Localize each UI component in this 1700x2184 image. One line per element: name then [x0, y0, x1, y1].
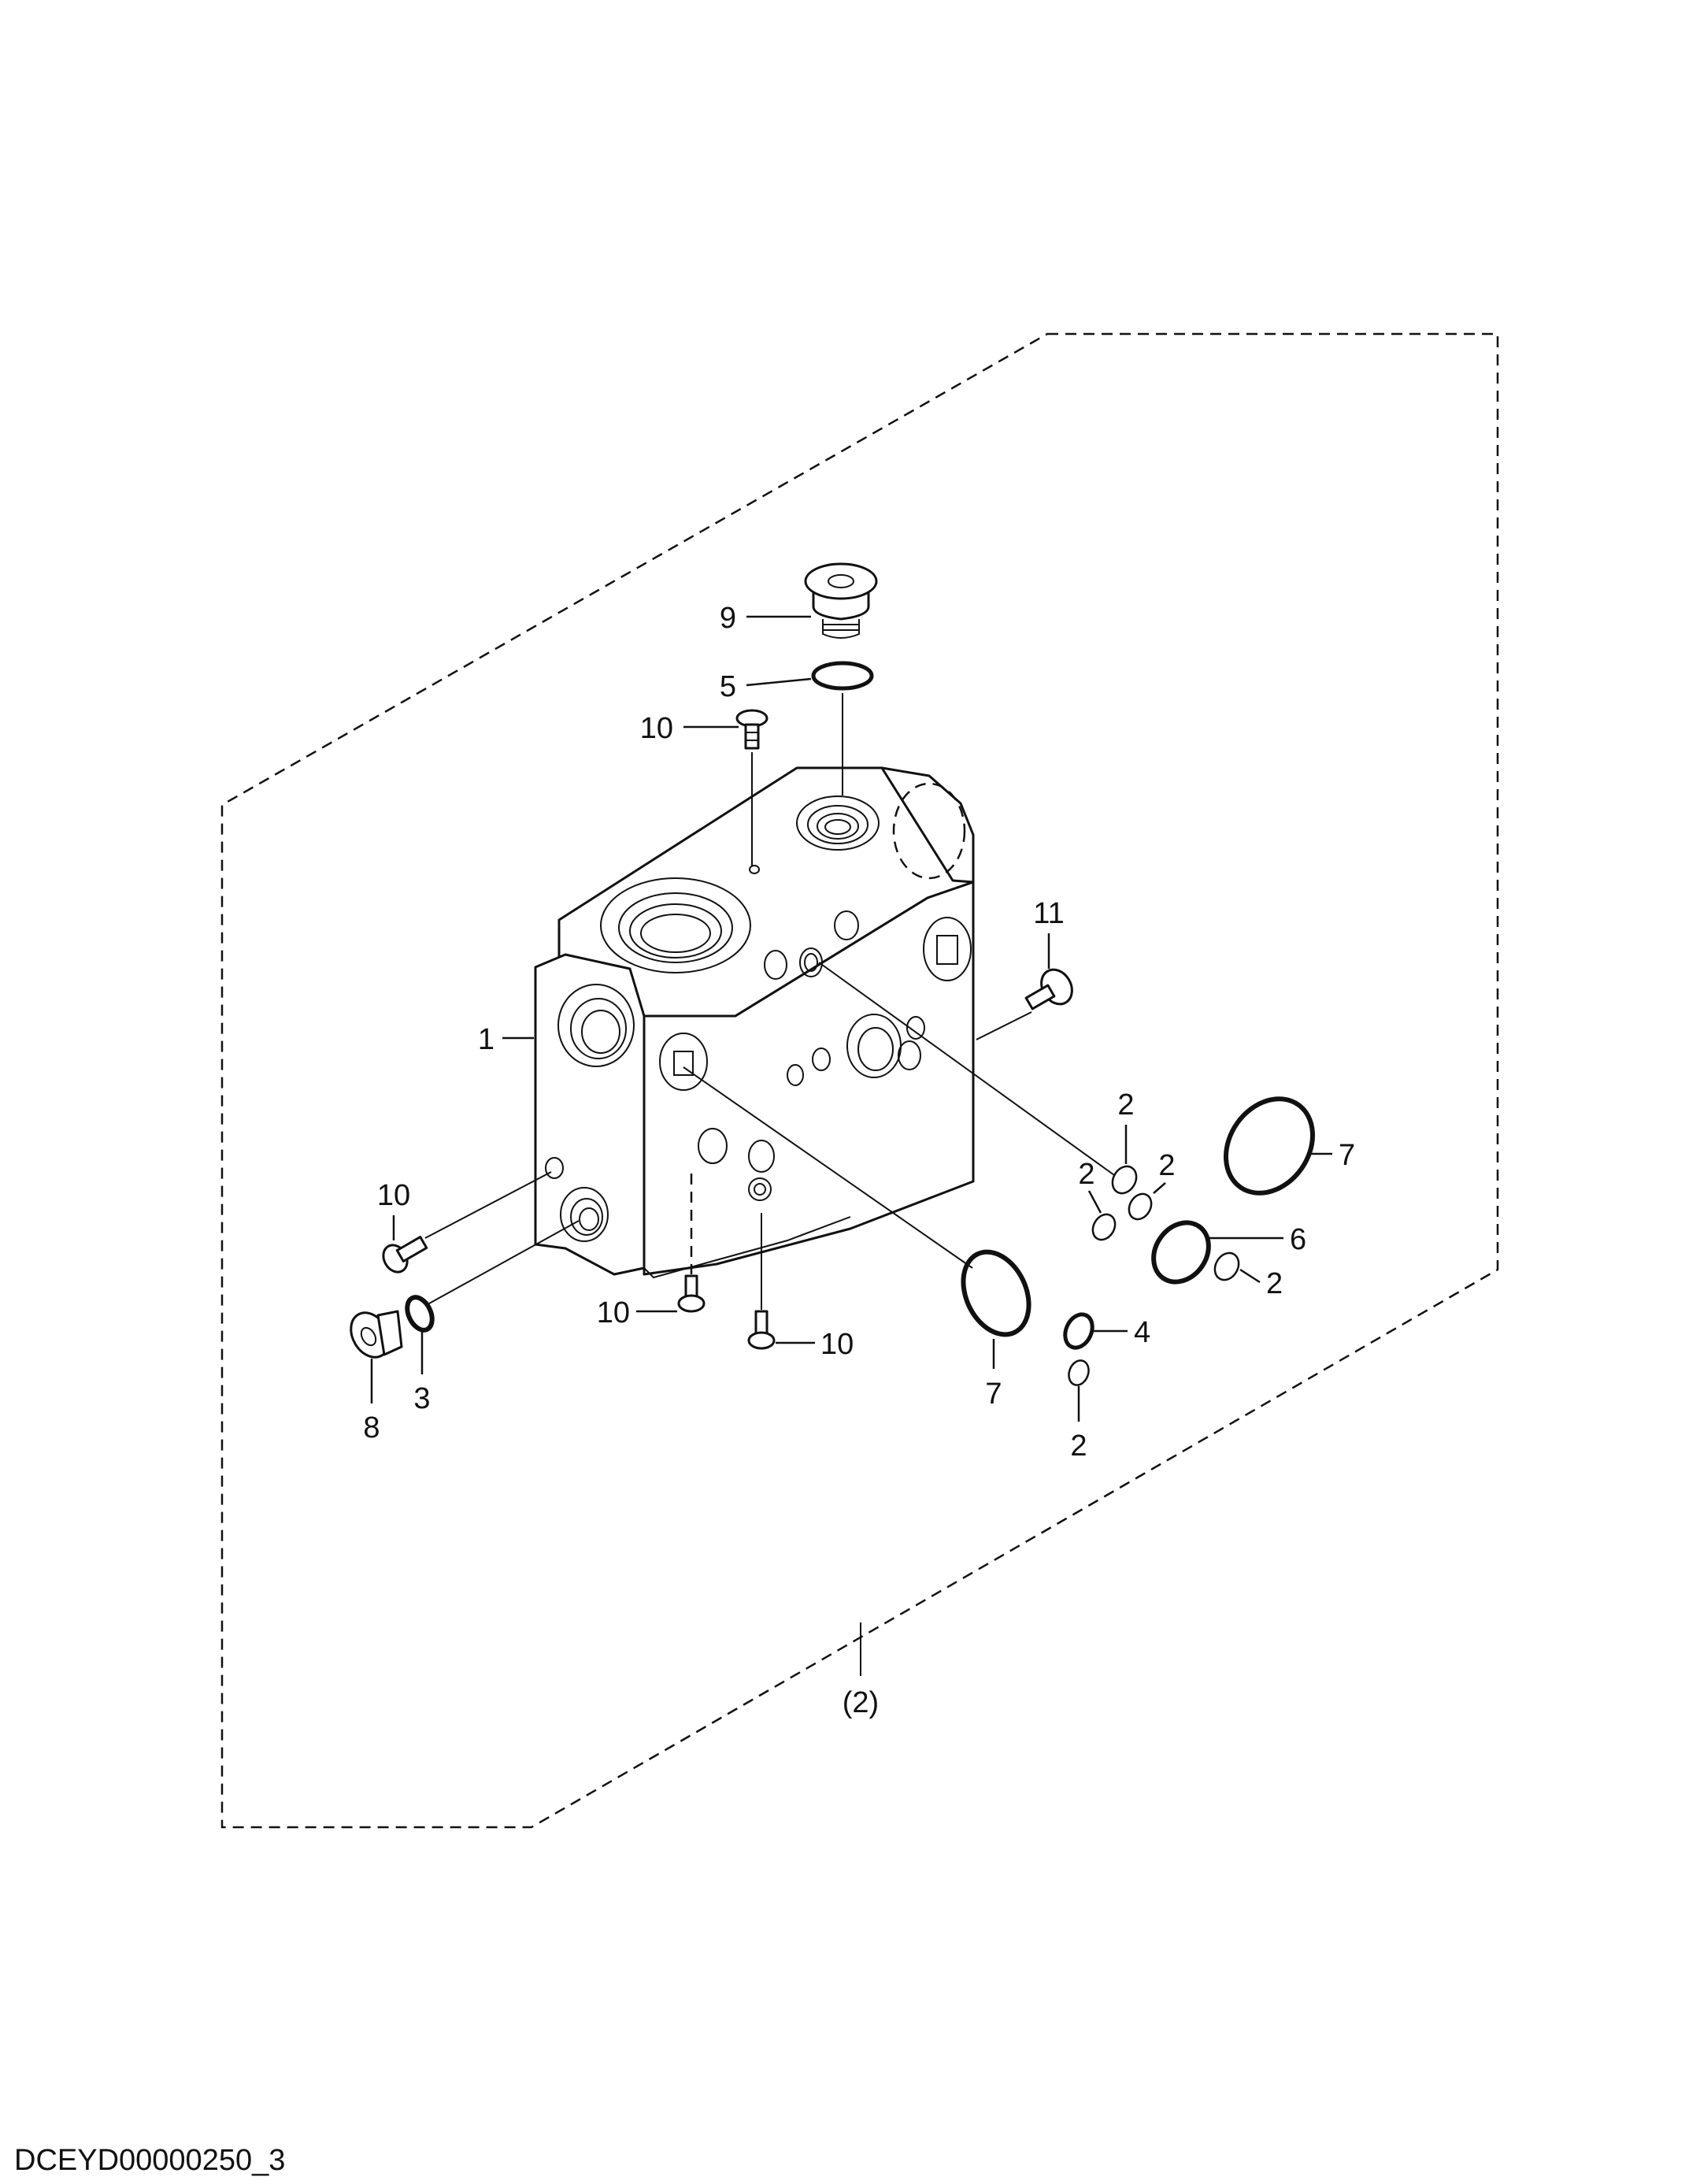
screw-bottom-b [747, 1310, 776, 1350]
callout-label: 4 [1134, 1316, 1150, 1349]
oring-a [1111, 1165, 1138, 1195]
callout-label: 11 [1033, 897, 1064, 930]
callout-label: 3 [413, 1382, 430, 1415]
callout-label: 7 [1339, 1139, 1355, 1172]
callout-label: 6 [1290, 1223, 1306, 1256]
callout-label: 1 [478, 1023, 494, 1056]
oring-e [1068, 1359, 1090, 1386]
oring-6 [1151, 1220, 1211, 1285]
callout-label: 2 [1266, 1267, 1283, 1300]
callout-label: 2 [1070, 1429, 1087, 1463]
callout-label: 10 [640, 712, 673, 745]
valve-body [534, 766, 975, 1279]
screw-11 [1024, 968, 1073, 1010]
oring-d [1213, 1251, 1240, 1281]
callout-label: 2 [1078, 1158, 1094, 1191]
oring-7-front [961, 1249, 1031, 1337]
callout-label: 2 [1117, 1088, 1134, 1122]
oring-b [1128, 1192, 1153, 1221]
plug-8 [350, 1310, 403, 1359]
callout-label: 10 [820, 1328, 854, 1361]
document-code: DCEYD00000250_3 [14, 2144, 285, 2177]
callout-label: 10 [597, 1296, 630, 1329]
oring-7-right [1223, 1096, 1316, 1196]
callout-label: 7 [985, 1378, 1002, 1411]
callout-label: 8 [363, 1411, 380, 1444]
callout-label: 2 [1158, 1149, 1175, 1182]
assembly-boundary [220, 332, 1499, 1829]
plug-9 [804, 562, 878, 639]
oring-4 [1063, 1312, 1094, 1350]
oring-c [1091, 1213, 1117, 1241]
screw-left [382, 1236, 428, 1274]
screw-bottom-a [677, 1274, 706, 1313]
assembly-label: (2) [843, 1686, 879, 1719]
oring-top [811, 661, 874, 691]
callout-label: 9 [720, 602, 736, 635]
oring-plug8 [405, 1295, 435, 1333]
screw-top [735, 709, 769, 750]
callout-label: 5 [720, 670, 736, 703]
callout-label: 10 [377, 1179, 410, 1212]
